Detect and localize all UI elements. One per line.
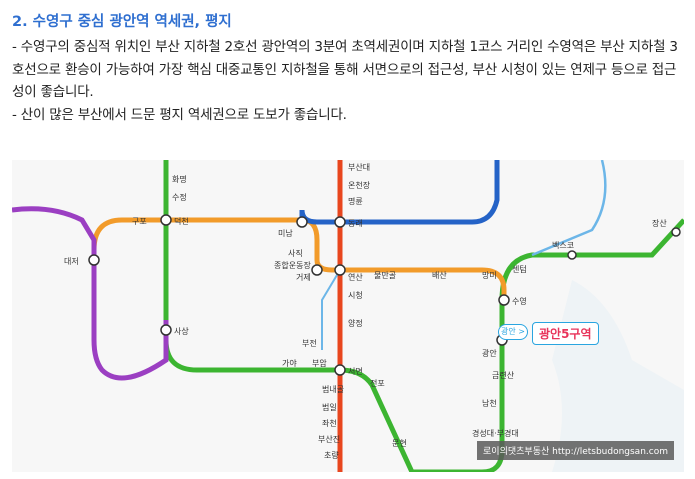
label-seomyeon: 서면 [348,366,363,376]
label-sports-complex: 종합운동장 [274,260,311,270]
label-yangjeong: 양정 [348,318,363,328]
label-geumnyeonsan: 금련산 [492,370,515,380]
label-gwangan: 광안 [482,348,497,358]
label-jeonpo: 전포 [370,378,385,388]
donghae-line-track [531,160,607,257]
label-jangsan: 장산 [652,218,667,228]
label-minam: 미남 [278,229,293,238]
station-dongnae[interactable] [334,216,346,228]
label-baesan: 배산 [432,270,447,280]
label-jwacheon: 좌천 [322,418,337,428]
label-sicheong: 시청 [348,291,363,300]
label-suyeong: 수영 [512,296,527,306]
line3-track [91,217,507,300]
subway-map: 덕천 사상 대저 미남 동래 연산 거제 서면 수영 광안 벡스코 장산 센텀 … [12,160,684,472]
label-dongnae: 동래 [348,219,363,228]
paragraph-flat: - 산이 많은 부산에서 드문 평지 역세권으로 도보가 좋습니다. [12,106,347,123]
label-mulmangol: 물만골 [374,271,396,280]
donghae-line-branch [321,269,341,350]
label-sasang: 사상 [174,326,189,336]
label-centum: 센텀 [512,264,527,274]
gwangan5-callout: 광안5구역 [532,322,599,345]
label-myeongnyun: 명륜 [348,196,363,206]
label-namcheon: 남천 [482,398,497,408]
station-suyeong[interactable] [498,294,510,306]
label-sajik: 사직 [288,248,303,258]
label-deokcheon: 덕천 [174,216,189,226]
label-hwamyeong: 화명 [172,174,187,184]
label-beomil: 범일 [322,402,337,412]
label-gyeongsung: 경성대·부경대 [472,428,519,438]
section-heading: 2. 수영구 중심 광안역 역세권, 평지 [12,14,232,30]
label-geoje: 거제 [296,273,311,282]
label-munhyeon: 문현 [392,439,407,448]
station-deokcheon[interactable] [160,214,172,226]
label-choryang: 초량 [324,450,339,460]
gwangan-pill: 광안 > [498,324,528,340]
article-text: 2. 수영구 중심 광안역 역세권, 평지 - 수영구의 중심적 위치인 부산 … [12,12,687,126]
label-busanjin: 부산진 [318,434,340,444]
map-credit: 로이의댓츠부동산 http://letsbudongsan.com [477,441,674,460]
label-daejeo: 대저 [64,257,79,266]
label-gupo: 구포 [132,217,147,226]
station-seomyeon[interactable] [334,364,346,376]
label-sujeong: 수정 [172,192,187,202]
label-yeonsan: 연산 [348,272,363,282]
label-bexco: 벡스코 [552,241,574,250]
label-busan-univ: 부산대 [348,162,370,172]
station-sasang[interactable] [160,324,172,336]
paragraph-access: - 수영구의 중심적 위치인 부산 지하철 2호선 광안역의 3분여 초역세권이… [12,39,678,100]
station-geoje[interactable] [311,264,323,276]
line4-track [299,160,500,225]
subway-map-svg: 덕천 사상 대저 미남 동래 연산 거제 서면 수영 광안 벡스코 장산 센텀 … [12,160,684,472]
label-beomnaegol: 범내골 [322,384,344,394]
gimhae-line-track [12,206,169,381]
label-gaya: 가야 [282,358,297,368]
station-bexco[interactable] [567,250,577,260]
station-markers [88,214,681,376]
station-jangsan[interactable] [671,227,681,237]
label-oncheonjang: 온천장 [348,180,371,190]
station-yeonsan[interactable] [334,264,346,276]
station-daejeo[interactable] [88,254,100,266]
label-buam: 부암 [312,358,327,368]
label-mangmi: 망미 [482,270,497,280]
station-minam[interactable] [296,216,308,228]
label-bujeon: 부전 [302,338,317,348]
